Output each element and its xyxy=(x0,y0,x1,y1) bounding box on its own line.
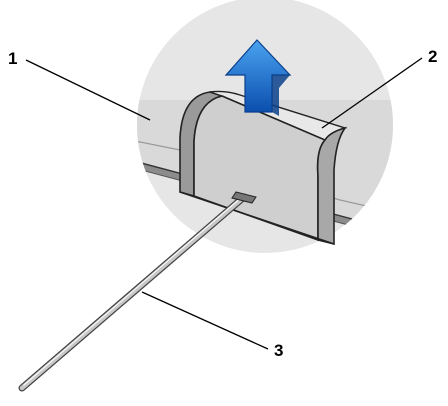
callout-number-3: 3 xyxy=(274,341,283,360)
callout-leader-1 xyxy=(26,60,150,120)
callout-number-1: 1 xyxy=(8,49,17,68)
scribe-tool xyxy=(22,192,256,388)
callout-number-2: 2 xyxy=(428,47,437,66)
callout-leader-3 xyxy=(142,292,268,349)
